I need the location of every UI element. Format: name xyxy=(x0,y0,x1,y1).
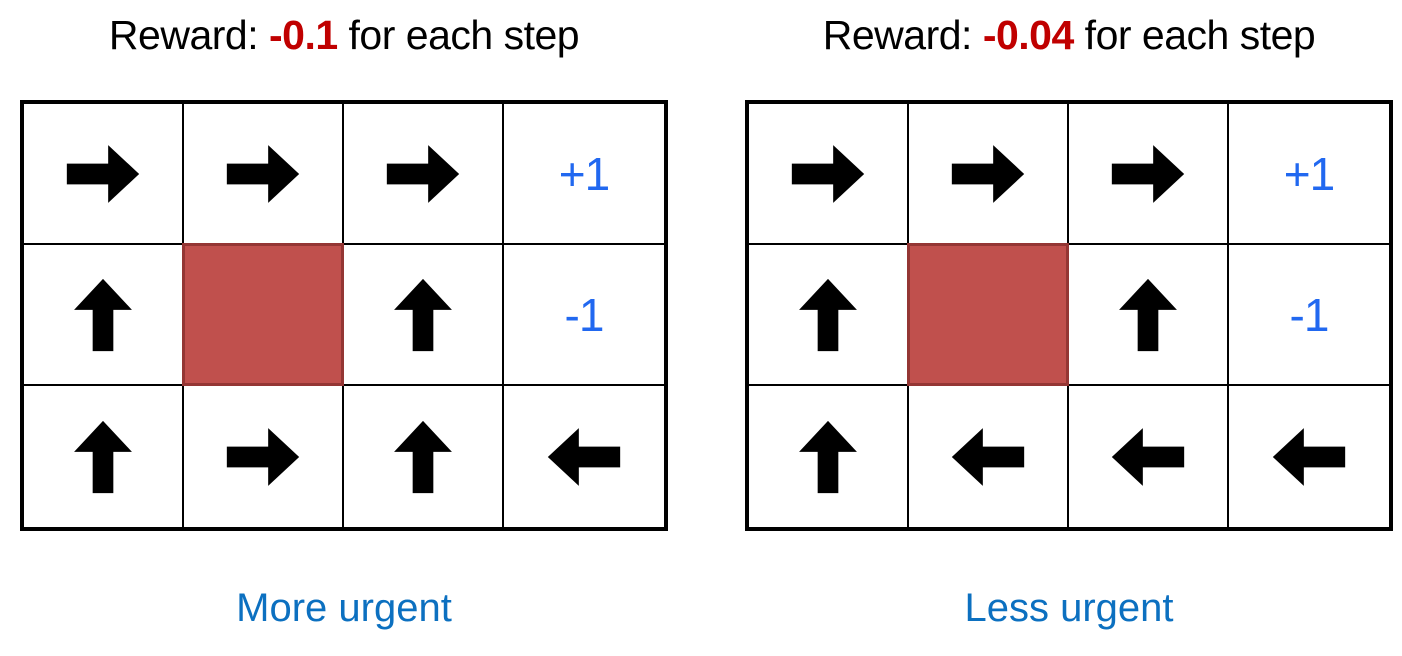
blocked-cell xyxy=(907,243,1069,386)
arrow-left-icon xyxy=(1111,427,1185,486)
step-reward-value: -0.04 xyxy=(982,12,1074,58)
arrow-up-icon xyxy=(1119,278,1177,351)
gridworld: +1 -1 xyxy=(745,100,1393,531)
policy-cell-right xyxy=(1069,104,1229,245)
policy-cell-right xyxy=(749,104,909,245)
panel-title: Reward: -0.1 for each step xyxy=(108,12,580,59)
arrow-up-icon xyxy=(74,278,132,351)
policy-cell-up xyxy=(749,386,909,527)
arrow-up-icon xyxy=(799,278,857,351)
policy-cell-up xyxy=(344,386,504,527)
policy-cell-up xyxy=(24,245,184,386)
arrow-right-icon xyxy=(791,144,865,203)
terminal-reward-value: +1 xyxy=(558,147,610,200)
policy-cell-left xyxy=(909,386,1069,527)
panel-more-urgent: Reward: -0.1 for each step +1 -1 More urg… xyxy=(20,0,668,656)
title-suffix: for each step xyxy=(337,12,580,58)
arrow-left-icon xyxy=(547,427,621,486)
panel-caption: Less urgent xyxy=(964,586,1174,630)
terminal-reward-value: +1 xyxy=(1283,147,1335,200)
gridworld: +1 -1 xyxy=(20,100,668,531)
panel-less-urgent: Reward: -0.04 for each step +1 -1 Less ur… xyxy=(745,0,1393,656)
policy-cell-right xyxy=(184,104,344,245)
policy-cell-right xyxy=(344,104,504,245)
policy-cell-right xyxy=(909,104,1069,245)
policy-cell-up xyxy=(344,245,504,386)
policy-cell-up xyxy=(1069,245,1229,386)
title-prefix: Reward: xyxy=(108,12,269,58)
arrow-left-icon xyxy=(1272,427,1346,486)
title-prefix: Reward: xyxy=(822,12,983,58)
policy-cell-left xyxy=(1069,386,1229,527)
arrow-up-icon xyxy=(799,420,857,493)
policy-cell-left xyxy=(504,386,664,527)
arrow-up-icon xyxy=(394,278,452,351)
blocked-cell-fill xyxy=(907,243,1069,386)
arrow-right-icon xyxy=(226,144,300,203)
step-reward-value: -0.1 xyxy=(268,12,338,58)
policy-cell-up xyxy=(24,386,184,527)
policy-cell-up xyxy=(749,245,909,386)
blocked-cell xyxy=(182,243,344,386)
panel-caption: More urgent xyxy=(236,586,452,630)
terminal-reward-value: -1 xyxy=(1289,288,1330,341)
arrow-up-icon xyxy=(74,420,132,493)
blocked-cell-fill xyxy=(182,243,344,386)
terminal-cell-positive: +1 xyxy=(1229,104,1389,245)
arrow-right-icon xyxy=(951,144,1025,203)
title-suffix: for each step xyxy=(1073,12,1316,58)
arrow-left-icon xyxy=(951,427,1025,486)
panel-title: Reward: -0.04 for each step xyxy=(822,12,1316,59)
terminal-cell-negative: -1 xyxy=(504,245,664,386)
terminal-reward-value: -1 xyxy=(564,288,605,341)
arrow-up-icon xyxy=(394,420,452,493)
terminal-cell-negative: -1 xyxy=(1229,245,1389,386)
arrow-right-icon xyxy=(226,427,300,486)
policy-cell-left xyxy=(1229,386,1389,527)
terminal-cell-positive: +1 xyxy=(504,104,664,245)
arrow-right-icon xyxy=(1111,144,1185,203)
policy-cell-right xyxy=(24,104,184,245)
arrow-right-icon xyxy=(66,144,140,203)
arrow-right-icon xyxy=(386,144,460,203)
policy-cell-right xyxy=(184,386,344,527)
